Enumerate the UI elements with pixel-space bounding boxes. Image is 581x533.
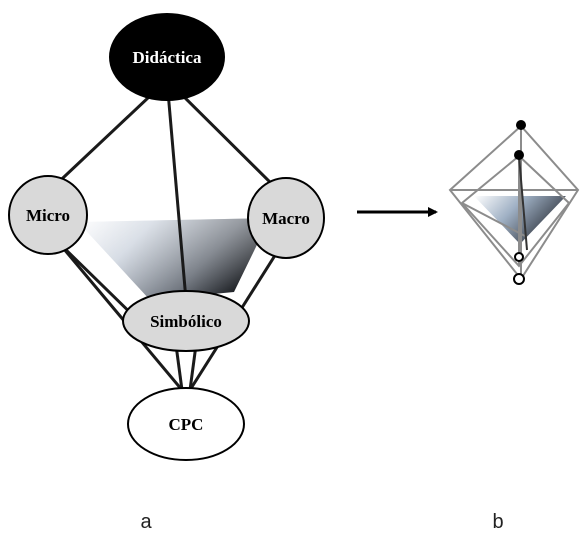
- node-micro: Micro: [8, 175, 88, 255]
- node-didactica-shape: [109, 13, 225, 101]
- panel-a-diagram: Didáctica Micro Macro Simbólico CPC: [8, 13, 325, 461]
- node-didactica-label: Didáctica: [133, 48, 202, 67]
- mini-dark-spine: [518, 155, 528, 251]
- node-cpc: CPC: [127, 387, 245, 461]
- mini-inner-diag: [461, 202, 526, 237]
- shaded-face-highlight: [78, 218, 270, 300]
- edge-simbolico-cpc-left: [174, 344, 184, 391]
- node-macro-shape: [247, 177, 325, 259]
- node-simbolico: Simbólico: [122, 290, 250, 352]
- edge-simbolico-cpc-right: [188, 344, 198, 391]
- node-micro-label: Micro: [26, 206, 70, 225]
- panel-label-a: a: [140, 511, 152, 533]
- mini-top-node-inner: [514, 150, 524, 160]
- mini-bottom-node-inner: [514, 252, 524, 262]
- mini-bottom-node-outer: [513, 273, 525, 285]
- node-simbolico-label: Simbólico: [150, 312, 222, 331]
- tetrahedron-edges: [46, 78, 288, 391]
- node-didactica: Didáctica: [109, 13, 225, 101]
- node-cpc-shape: [127, 387, 245, 461]
- panel-label-b: b: [492, 511, 503, 533]
- edge-didactica-macro: [165, 78, 288, 200]
- node-macro: Macro: [247, 177, 325, 259]
- node-micro-shape: [8, 175, 88, 255]
- node-simbolico-shape: [122, 290, 250, 352]
- node-macro-label: Macro: [262, 209, 310, 228]
- edge-micro-cpc: [46, 229, 184, 391]
- edge-didactica-simbolico: [165, 79, 188, 301]
- edge-didactica-micro: [46, 78, 169, 194]
- mini-top-node-outer: [516, 120, 526, 130]
- panel-b-diagram: [448, 120, 580, 285]
- node-cpc-label: CPC: [169, 415, 204, 434]
